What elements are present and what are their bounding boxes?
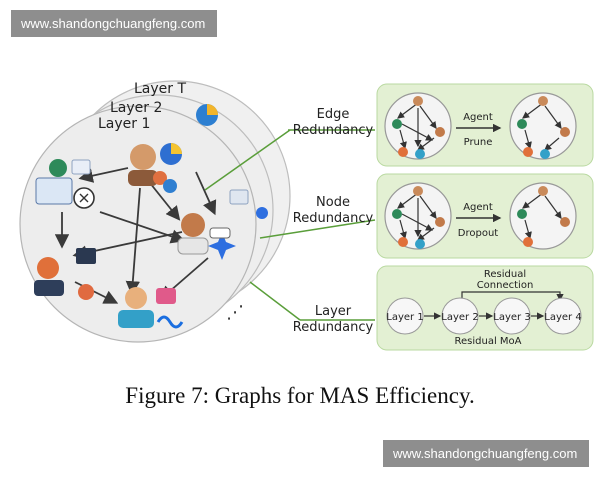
residual-layer-1-label: Layer 1 — [386, 312, 423, 323]
redundancy-connectors — [204, 129, 376, 321]
spreadsheet-icon — [229, 189, 249, 205]
residual-layer-1-node — [386, 297, 424, 335]
agent-node-left — [35, 159, 95, 209]
sparkle-icon — [256, 207, 268, 219]
agent-dropout-panel: Agent Dropout — [376, 173, 594, 259]
figure-caption: Figure 7: Graphs for MAS Efficiency. — [125, 383, 475, 408]
residual-moa-label: Residual MoA — [455, 336, 522, 347]
residual-layer-4-node — [544, 297, 582, 335]
layer-2-label: Layer 2 — [110, 100, 162, 116]
residual-layer-2-node — [441, 297, 479, 335]
watermark-top: www.shandongchuangfeng.com — [11, 10, 217, 37]
node-redundancy-label-line1: Node — [316, 195, 350, 210]
agent-prune-label-line1: Agent — [463, 112, 493, 123]
agent-node-right — [177, 213, 236, 260]
watermark-bottom: www.shandongchuangfeng.com — [383, 440, 589, 467]
agent-prune-label-line2: Prune — [464, 137, 493, 148]
pie-chart-icon — [196, 104, 218, 126]
agent-node-bottom — [118, 287, 184, 329]
residual-layer-3-node — [493, 297, 531, 335]
layer-redundancy-label-line2: Redundancy — [293, 320, 374, 335]
agent-node-bottom-left — [34, 248, 96, 300]
agent-dropout-label-line1: Agent — [463, 202, 493, 213]
residual-layer-3-label: Layer 3 — [493, 312, 530, 323]
residual-layer-2-label: Layer 2 — [441, 312, 478, 323]
edge-prune-panel: Agent Prune — [376, 83, 594, 167]
residual-connection-label-line1: Residual — [484, 269, 526, 280]
ellipsis-more-layers: ⋰ — [226, 302, 244, 323]
agent-node-top — [128, 143, 182, 193]
residual-connection-label-line2: Connection — [477, 280, 534, 291]
layer-t-label: Layer T — [134, 81, 186, 97]
residual-moa-panel: Residual Connection Layer 1 Layer 2 Laye… — [376, 265, 594, 351]
edge-redundancy-label-line1: Edge — [317, 107, 350, 122]
mas-efficiency-diagram: Layer T Layer 2 Layer 1 — [19, 80, 594, 351]
node-redundancy-label-line2: Redundancy — [293, 211, 374, 226]
residual-layer-4-label: Layer 4 — [544, 312, 581, 323]
edge-redundancy-label-line2: Redundancy — [293, 123, 374, 138]
agent-dropout-label-line2: Dropout — [458, 228, 499, 239]
layer-redundancy-label-line1: Layer — [315, 304, 352, 319]
layer-1-label: Layer 1 — [98, 116, 150, 132]
